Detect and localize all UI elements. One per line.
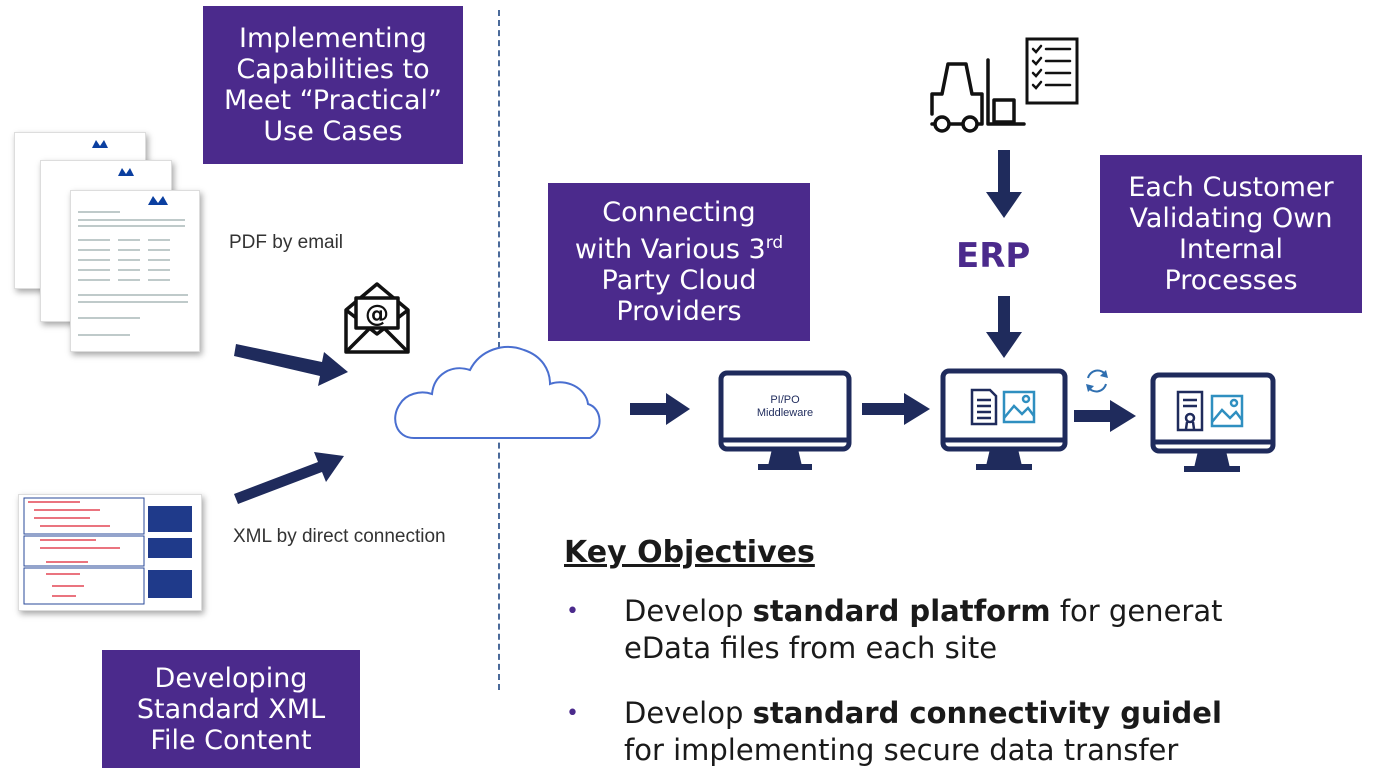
implementing-line-1: Implementing [239, 23, 427, 54]
connecting-line-4: Providers [616, 296, 742, 327]
arrow-forklift-to-erp [986, 150, 1022, 218]
objective-2-pre: Develop [624, 696, 753, 730]
objective-bullet-2: • Develop standard connectivity guidel f… [566, 695, 1222, 769]
xml-document-details [23, 497, 192, 605]
objective-2-line2: for implementing secure data transfer [624, 733, 1179, 767]
developing-line-3: File Content [150, 724, 312, 756]
pdf-document-details [78, 140, 188, 336]
customer-image-icon [1210, 394, 1244, 428]
each-customer-box: Each Customer Validating Own Internal Pr… [1100, 155, 1362, 313]
connecting-line-3: Party Cloud [601, 265, 757, 296]
objective-2-bold: standard connectivity guidel [752, 696, 1222, 730]
connecting-line-2-text: with Various 3 [574, 234, 766, 265]
cloud-icon [394, 345, 601, 439]
objective-1-line2: eData files from each site [624, 631, 998, 665]
middleware-label-line-2: Middleware [756, 407, 814, 419]
arrow-erp-to-monitor [986, 296, 1022, 358]
objective-bullet-1: • Develop standard platform for generat … [566, 593, 1223, 667]
arrow-erp-to-customer [1074, 400, 1136, 432]
arrow-middleware-to-erp [862, 393, 930, 425]
key-objectives-title: Key Objectives [564, 535, 815, 570]
bullet-dot-2: • [566, 701, 579, 726]
middleware-label: PI/PO Middleware [718, 394, 852, 420]
middleware-label-line-1: PI/PO [770, 394, 800, 406]
middleware-monitor-icon [718, 370, 852, 470]
developing-box: Developing Standard XML File Content [102, 650, 360, 768]
certificate-icon [1176, 390, 1204, 432]
developing-line-1: Developing [154, 662, 308, 694]
pdf-document-3 [70, 190, 200, 352]
forklift-icon [930, 58, 1026, 133]
pdf-email-label: PDF by email [229, 232, 344, 253]
each-customer-line-1: Each Customer [1128, 172, 1334, 203]
developing-line-2: Standard XML [136, 693, 326, 725]
implementing-line-4: Use Cases [263, 116, 403, 147]
connecting-line-2: with Various 3rd [548, 228, 810, 265]
erp-monitor-icon [940, 368, 1068, 470]
implementing-box: Implementing Capabilities to Meet “Pract… [203, 6, 463, 164]
objective-1-post: for generat [1050, 594, 1223, 628]
arrow-pdf-to-cloud [234, 344, 348, 386]
xml-direct-label: XML by direct connection [233, 526, 446, 547]
envelope-at-icon: @ [344, 282, 410, 354]
erp-label: ERP [956, 236, 1031, 276]
each-customer-line-4: Processes [1164, 265, 1298, 296]
document-icon [970, 388, 998, 426]
diagram-arrows [234, 150, 1136, 504]
sync-icon [1086, 369, 1108, 393]
connecting-superscript: rd [765, 233, 784, 253]
arrow-cloud-to-middleware [630, 393, 690, 425]
bullet-dot-1: • [566, 599, 579, 624]
image-icon [1002, 390, 1036, 424]
implementing-line-3: Meet “Practical” [223, 85, 443, 116]
checklist-icon [1025, 37, 1079, 105]
objective-1-bold: standard platform [752, 594, 1051, 628]
customer-monitor-icon [1150, 372, 1276, 472]
connecting-box: Connecting with Various 3rd Party Cloud … [548, 183, 810, 341]
implementing-line-2: Capabilities to [236, 54, 430, 85]
objective-1-pre: Develop [624, 594, 753, 628]
svg-text:@: @ [365, 300, 389, 328]
connecting-line-1: Connecting [602, 197, 756, 228]
each-customer-line-2: Validating Own [1129, 203, 1333, 234]
each-customer-line-3: Internal [1178, 234, 1284, 265]
arrow-xml-to-cloud [234, 452, 344, 504]
